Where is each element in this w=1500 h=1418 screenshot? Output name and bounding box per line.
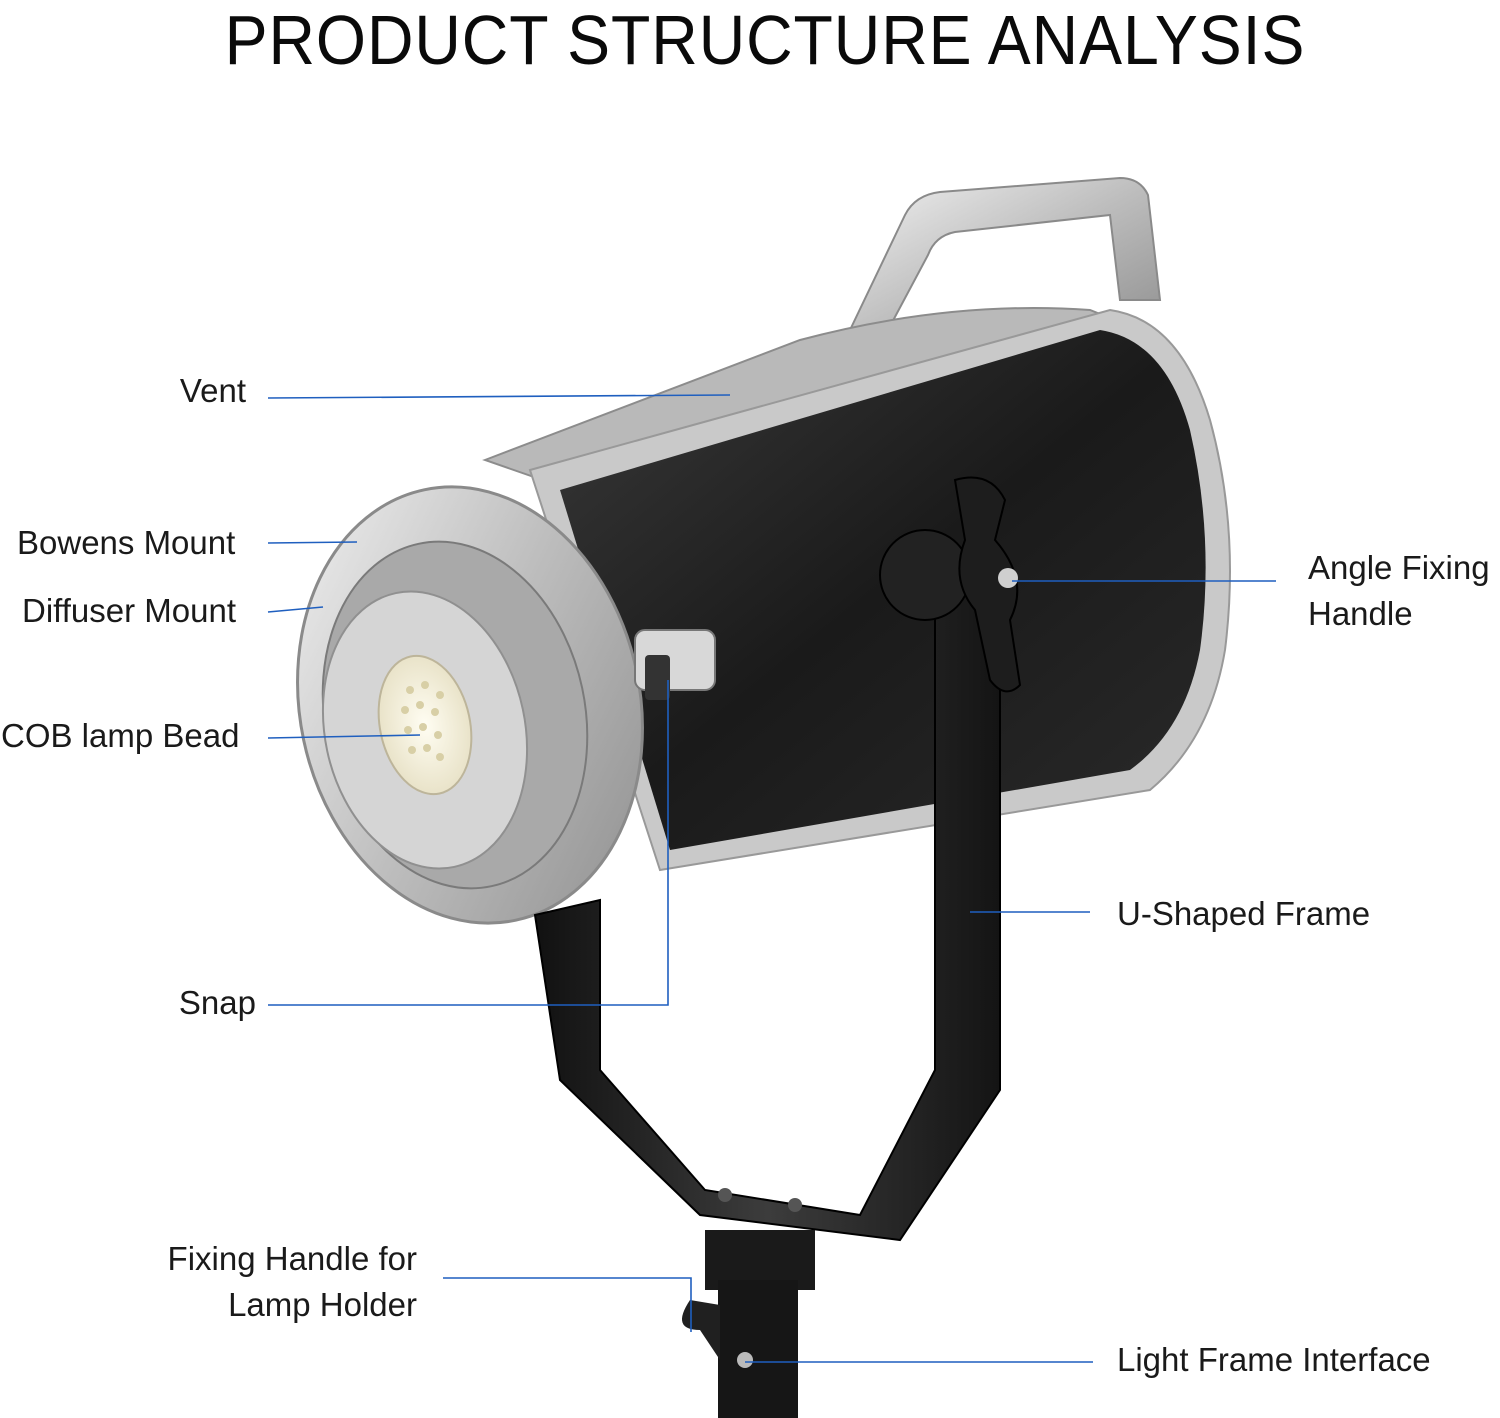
label-fixing-handle-line1: Fixing Handle for (167, 1240, 417, 1277)
angle-fixing-knob (879, 476, 1022, 693)
fixing-handle-leader (443, 1277, 692, 1332)
label-light-frame-interface: Light Frame Interface (1117, 1341, 1431, 1378)
label-diffuser-mount: Diffuser Mount (22, 592, 236, 629)
cob-led-array (377, 654, 473, 796)
label-fixing-handle: Fixing Handle for Lamp Holder (120, 1236, 417, 1328)
label-angle-fixing-handle: Angle Fixing Handle (1308, 545, 1490, 637)
carry-handle (848, 176, 1162, 347)
diffuser-mount-leader (267, 606, 324, 613)
label-vent: Vent (179, 372, 246, 409)
page-title: PRODUCT STRUCTURE ANALYSIS (224, 1, 1306, 79)
vent-leader (267, 394, 731, 399)
snap-clip (634, 629, 716, 700)
label-cob-lamp-bead: COB lamp Bead (1, 717, 240, 754)
label-angle-fixing-line1: Angle Fixing (1308, 549, 1490, 586)
leader-lines (267, 394, 1276, 1363)
cob-lamp-leader (267, 734, 421, 739)
label-angle-fixing-line2: Handle (1308, 595, 1413, 632)
label-fixing-handle-line2: Lamp Holder (228, 1286, 417, 1323)
label-u-shaped-frame: U-Shaped Frame (1117, 895, 1371, 932)
light-frame-interface-spigot (682, 1230, 815, 1418)
snap-leader (268, 680, 669, 1006)
bowens-mount-leader (267, 541, 358, 544)
label-snap: Snap (178, 984, 256, 1021)
label-bowens-mount: Bowens Mount (17, 524, 236, 561)
